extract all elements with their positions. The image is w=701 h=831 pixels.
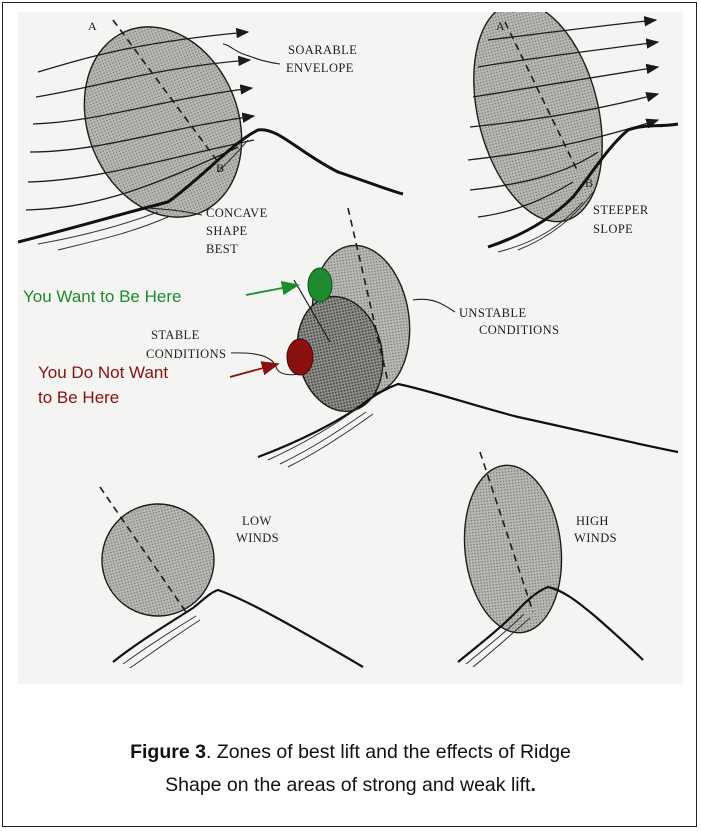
figure-caption: Figure 3. Zones of best lift and the eff…: [0, 736, 701, 802]
bad-position-arrow: [230, 364, 278, 377]
panel-stability: UNSTABLE CONDITIONS STABLE CONDITIONS Yo…: [23, 208, 678, 467]
caption-line1: Figure 3. Zones of best lift and the eff…: [0, 736, 701, 769]
concave-label-line1: CONCAVE: [206, 206, 268, 220]
caption-line2: Shape on the areas of strong and weak li…: [0, 769, 701, 802]
low-wind-envelope: [89, 491, 226, 628]
caption-text-line1: . Zones of best lift and the effects of …: [206, 741, 571, 763]
unstable-label-line2: CONDITIONS: [479, 323, 559, 337]
concave-label-line3: BEST: [206, 242, 238, 256]
unstable-leader: [413, 299, 455, 312]
good-position-arrow: [246, 285, 298, 295]
panel-concave-ridge: A B SOARABLE ENVELOPE CONCAVE SHAPE BEST: [18, 12, 403, 256]
high-winds-label-line2: WINDS: [574, 531, 617, 545]
ridge-texture-low: [123, 616, 200, 668]
diagram-svg: A B SOARABLE ENVELOPE CONCAVE SHAPE BEST…: [18, 12, 683, 684]
good-position-marker: [308, 268, 332, 302]
soarable-label-line2: ENVELOPE: [286, 61, 354, 75]
caption-end-period: .: [530, 774, 535, 796]
panel-low-winds: LOW WINDS: [89, 487, 363, 668]
point-a-label: A: [88, 19, 97, 33]
ridge-lift-diagram: A B SOARABLE ENVELOPE CONCAVE SHAPE BEST…: [18, 12, 683, 684]
caption-text-line2: Shape on the areas of strong and weak li…: [165, 774, 530, 796]
stable-label-line2: CONDITIONS: [146, 347, 226, 361]
steeper-label-line2: SLOPE: [593, 222, 633, 236]
point-b-label-steep: B: [585, 176, 593, 190]
not-want-callout-line2: to Be Here: [38, 388, 119, 407]
point-a-label-steep: A: [496, 19, 505, 33]
stable-label-line1: STABLE: [151, 328, 200, 342]
bad-position-marker: [287, 339, 313, 375]
unstable-label-line1: UNSTABLE: [459, 306, 526, 320]
low-winds-label-line2: WINDS: [236, 531, 279, 545]
panel-high-winds: HIGH WINDS: [456, 452, 643, 667]
steeper-label-line1: STEEPER: [593, 203, 649, 217]
soarable-label-line1: SOARABLE: [288, 43, 357, 57]
panel-steeper-slope: A B STEEPER SLOPE: [453, 12, 678, 252]
point-b-label: B: [216, 161, 224, 175]
high-wind-envelope: [456, 460, 569, 637]
soarable-envelope-steep: [453, 12, 624, 235]
high-winds-label-line1: HIGH: [576, 514, 609, 528]
not-want-callout-line1: You Do Not Want: [38, 363, 168, 382]
concave-label-line2: SHAPE: [206, 224, 248, 238]
ridge-texture-middle: [268, 408, 373, 467]
want-callout: You Want to Be Here: [23, 287, 181, 306]
low-winds-label-line1: LOW: [242, 514, 272, 528]
caption-figure-number: Figure 3: [130, 741, 206, 763]
